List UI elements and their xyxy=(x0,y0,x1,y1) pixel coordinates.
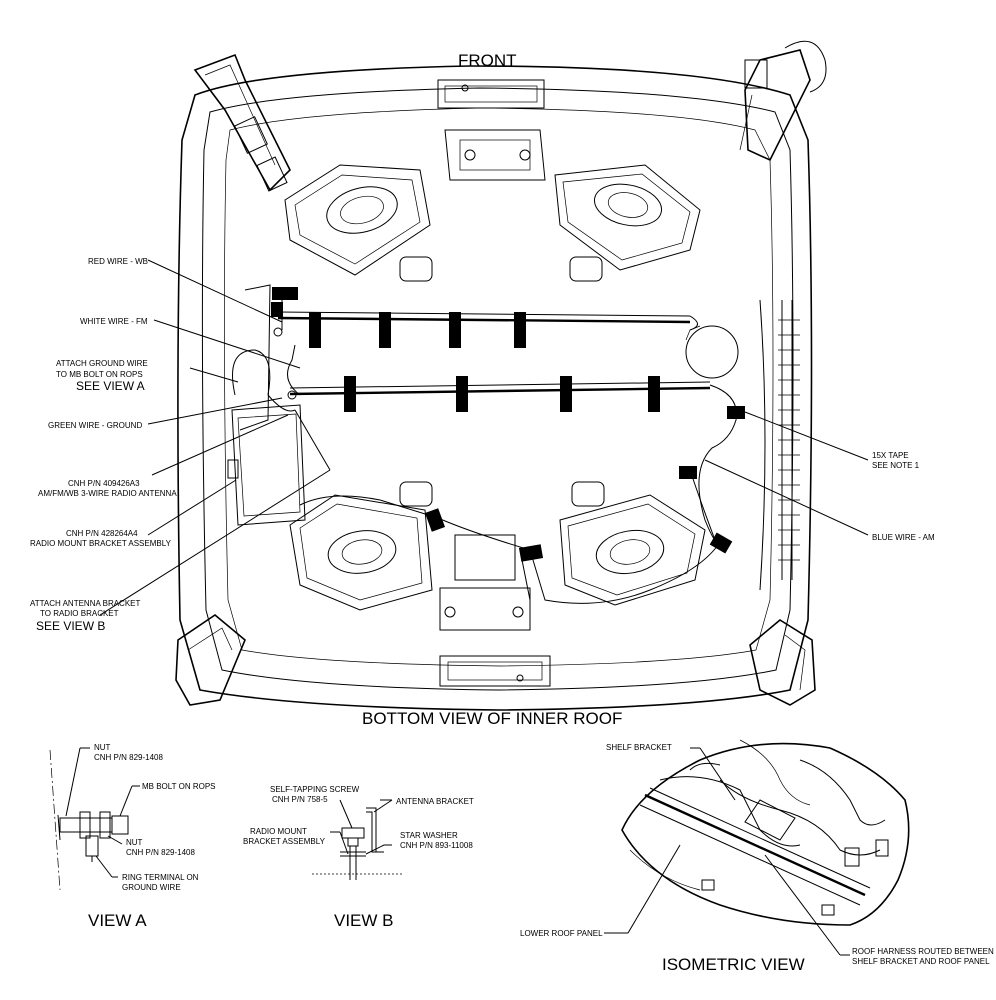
rops-post-front-left xyxy=(193,53,291,192)
white-wire-label: WHITE WIRE - FM xyxy=(80,317,148,326)
rops-post-rear-left xyxy=(175,614,246,706)
view-b-screw-line1: SELF-TAPPING SCREW xyxy=(270,785,360,794)
attach-antenna-line1: ATTACH ANTENNA BRACKET xyxy=(30,599,141,608)
antenna-pn-line1: CNH P/N 409426A3 xyxy=(68,479,140,488)
view-b-radio-mount-line2: BRACKET ASSEMBLY xyxy=(243,837,326,846)
view-b-title: VIEW B xyxy=(334,911,394,930)
see-view-b-label: SEE VIEW B xyxy=(36,619,105,633)
tape-label-line1: 15X TAPE xyxy=(872,451,909,460)
right-side-rail xyxy=(759,299,800,591)
iso-lower-roof-panel: LOWER ROOF PANEL xyxy=(520,929,603,938)
front-label: FRONT xyxy=(458,51,517,70)
antenna-pn-line2: AM/FM/WB 3-WIRE RADIO ANTENNA xyxy=(38,489,177,498)
speaker-rear-right xyxy=(559,494,706,606)
view-b-radio-mount-line1: RADIO MOUNT xyxy=(250,827,307,836)
leader-lines xyxy=(99,259,869,616)
blue-wire-label: BLUE WIRE - AM xyxy=(872,533,935,542)
attach-ground-label-line1: ATTACH GROUND WIRE xyxy=(56,359,148,368)
view-b-washer-line1: STAR WASHER xyxy=(400,831,458,840)
view-a-nut-bottom-line1: NUT xyxy=(126,838,143,847)
view-a-ring-line2: GROUND WIRE xyxy=(122,883,181,892)
rops-post-front-right xyxy=(739,40,827,162)
view-a-nut-top-line1: NUT xyxy=(94,743,111,752)
iso-harness-line1: ROOF HARNESS ROUTED BETWEEN xyxy=(852,947,994,956)
view-a-nut-bottom-line2: CNH P/N 829-1408 xyxy=(126,848,195,857)
attach-ground-label-line2: TO MB BOLT ON ROPS xyxy=(56,370,143,379)
tape-markers xyxy=(271,287,745,562)
see-view-a-label: SEE VIEW A xyxy=(76,379,145,393)
bracket-pn-line2: RADIO MOUNT BRACKET ASSEMBLY xyxy=(30,539,172,548)
bottom-view-title: BOTTOM VIEW OF INNER ROOF xyxy=(362,709,622,728)
tape-label-line2: SEE NOTE 1 xyxy=(872,461,920,470)
view-b-antenna-bracket: ANTENNA BRACKET xyxy=(396,797,474,806)
view-a-title: VIEW A xyxy=(88,911,147,930)
harness-routing xyxy=(299,469,719,604)
speaker-front-left xyxy=(284,164,431,276)
speaker-front-right xyxy=(554,164,701,271)
view-b-screw-line2: CNH P/N 758-5 xyxy=(272,795,328,804)
iso-harness-line2: SHELF BRACKET AND ROOF PANEL xyxy=(852,957,990,966)
attach-antenna-line2: TO RADIO BRACKET xyxy=(40,609,119,618)
red-wire-label: RED WIRE - WB xyxy=(88,257,148,266)
speaker-rear-left xyxy=(289,494,433,611)
view-b-washer-line2: CNH P/N 893-11008 xyxy=(400,841,473,850)
green-wire-label: GREEN WIRE - GROUND xyxy=(48,421,142,430)
view-a-ring-line1: RING TERMINAL ON xyxy=(122,873,199,882)
harness-upper xyxy=(277,300,698,331)
view-a-drawing xyxy=(49,747,140,891)
view-a-nut-top-line2: CNH P/N 829-1408 xyxy=(94,753,163,762)
isometric-drawing xyxy=(604,739,910,956)
view-a-mb-bolt: MB BOLT ON ROPS xyxy=(142,782,216,791)
iso-shelf-bracket: SHELF BRACKET xyxy=(606,743,672,752)
inner-roof-drawing xyxy=(175,40,827,711)
isometric-title: ISOMETRIC VIEW xyxy=(662,955,805,974)
bracket-pn-line1: CNH P/N 428264A4 xyxy=(66,529,138,538)
rops-post-rear-right xyxy=(749,619,816,706)
view-b-drawing xyxy=(312,799,404,880)
